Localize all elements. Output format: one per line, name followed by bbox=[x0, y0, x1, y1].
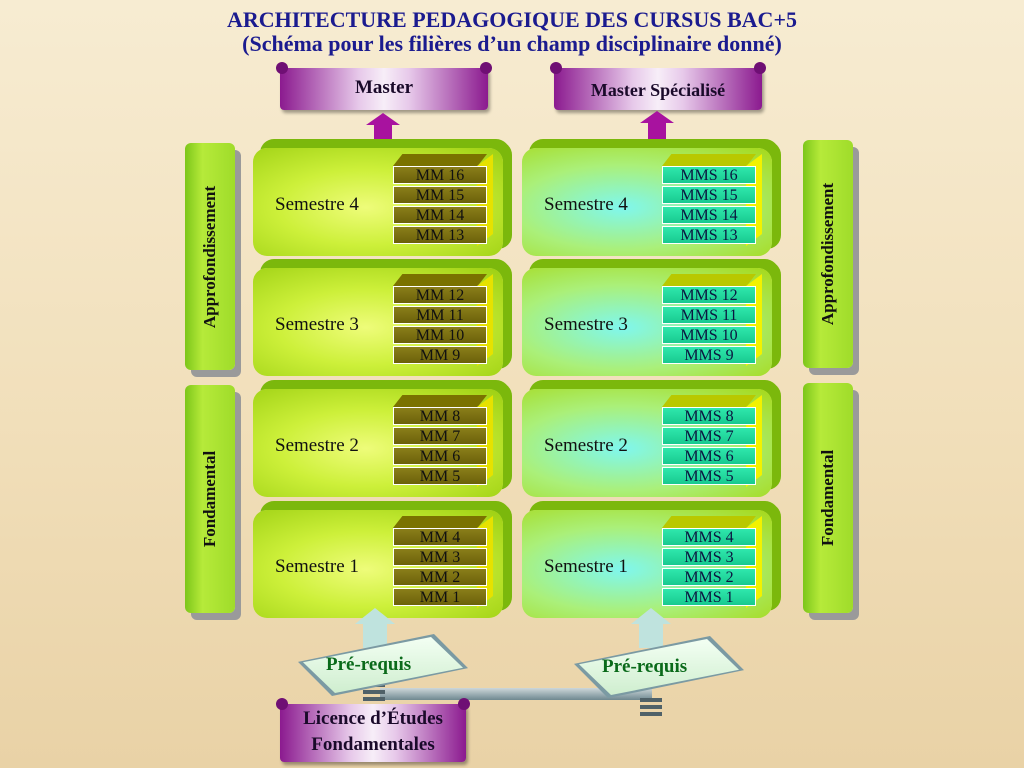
side-label-left-approfondissement: Approfondissement bbox=[200, 185, 219, 328]
master-up-arrow-icon bbox=[366, 113, 400, 145]
side-label-right-approfondissement: Approfondissement bbox=[818, 182, 837, 326]
module-cell: MM 8 bbox=[393, 407, 487, 425]
mms-semester-block: Semestre 1 MMS 4 MMS 3 MMS 2 MMS 1 bbox=[522, 510, 772, 618]
side-label-right-fondamental: Fondamental bbox=[818, 449, 837, 547]
module-cell: MMS 8 bbox=[662, 407, 756, 425]
module-cell: MM 10 bbox=[393, 326, 487, 344]
master-specialise-label: Master Spécialisé bbox=[590, 80, 726, 100]
module-cell: MMS 12 bbox=[662, 286, 756, 304]
module-cell: MMS 3 bbox=[662, 548, 756, 566]
module-cell: MMS 9 bbox=[662, 346, 756, 364]
master-specialise-ribbon: Master Spécialisé bbox=[550, 62, 766, 110]
master-label: Master bbox=[354, 77, 414, 98]
connector-right-bars-icon bbox=[640, 698, 662, 719]
module-cell: MM 5 bbox=[393, 467, 487, 485]
module-cell: MMS 4 bbox=[662, 528, 756, 546]
module-cell: MM 15 bbox=[393, 186, 487, 204]
module-cell: MMS 10 bbox=[662, 326, 756, 344]
semester-label: Semestre 4 bbox=[544, 194, 628, 215]
module-stack: MMS 16 MMS 15 MMS 14 MMS 13 bbox=[662, 154, 772, 250]
module-cell: MM 11 bbox=[393, 306, 487, 324]
module-cell: MMS 13 bbox=[662, 226, 756, 244]
side-bar-left-fondamental: Fondamental bbox=[185, 385, 235, 613]
semester-label: Semestre 3 bbox=[275, 314, 359, 335]
semester-label: Semestre 2 bbox=[275, 435, 359, 456]
prerequis-left-label: Pré-requis bbox=[326, 654, 412, 675]
side-bar-left-approfondissement: Approfondissement bbox=[185, 143, 235, 370]
side-bar-right-fondamental: Fondamental bbox=[803, 383, 853, 613]
prerequis-connector bbox=[380, 688, 652, 700]
side-label-left-fondamental: Fondamental bbox=[200, 450, 219, 548]
page-title: ARCHITECTURE PEDAGOGIQUE DES CURSUS BAC+… bbox=[0, 8, 1024, 56]
prerequis-right-label: Pré-requis bbox=[602, 656, 688, 677]
module-cell: MM 13 bbox=[393, 226, 487, 244]
licence-line-2: Fondamentales bbox=[311, 734, 435, 755]
prerequis-left-arrow-icon bbox=[355, 608, 395, 648]
module-cell: MM 3 bbox=[393, 548, 487, 566]
module-cell: MMS 5 bbox=[662, 467, 756, 485]
module-cell: MM 16 bbox=[393, 166, 487, 184]
mms-semester-block: Semestre 4 MMS 16 MMS 15 MMS 14 MMS 13 bbox=[522, 148, 772, 256]
semester-label: Semestre 4 bbox=[275, 194, 359, 215]
module-cell: MM 2 bbox=[393, 568, 487, 586]
master-semester-block: Semestre 2 MM 8 MM 7 MM 6 MM 5 bbox=[253, 389, 503, 497]
title-line-1: ARCHITECTURE PEDAGOGIQUE DES CURSUS BAC+… bbox=[227, 7, 797, 32]
module-stack: MM 8 MM 7 MM 6 MM 5 bbox=[393, 395, 503, 491]
module-stack: MM 12 MM 11 MM 10 MM 9 bbox=[393, 274, 503, 370]
master-semester-block: Semestre 1 MM 4 MM 3 MM 2 MM 1 bbox=[253, 510, 503, 618]
module-cell: MM 12 bbox=[393, 286, 487, 304]
module-cell: MMS 16 bbox=[662, 166, 756, 184]
module-stack: MMS 4 MMS 3 MMS 2 MMS 1 bbox=[662, 516, 772, 612]
mms-semester-block: Semestre 2 MMS 8 MMS 7 MMS 6 MMS 5 bbox=[522, 389, 772, 497]
module-cell: MMS 14 bbox=[662, 206, 756, 224]
master-semester-block: Semestre 3 MM 12 MM 11 MM 10 MM 9 bbox=[253, 268, 503, 376]
licence-line-1: Licence d’Études bbox=[303, 708, 443, 729]
module-cell: MM 14 bbox=[393, 206, 487, 224]
module-cell: MMS 2 bbox=[662, 568, 756, 586]
module-cell: MM 7 bbox=[393, 427, 487, 445]
master-semester-block: Semestre 4 MM 16 MM 15 MM 14 MM 13 bbox=[253, 148, 503, 256]
module-cell: MM 4 bbox=[393, 528, 487, 546]
title-line-2: (Schéma pour les filières d’un champ dis… bbox=[242, 31, 782, 56]
module-cell: MM 6 bbox=[393, 447, 487, 465]
module-cell: MM 9 bbox=[393, 346, 487, 364]
master-ribbon: Master bbox=[276, 62, 492, 110]
mms-semester-block: Semestre 3 MMS 12 MMS 11 MMS 10 MMS 9 bbox=[522, 268, 772, 376]
module-stack: MM 4 MM 3 MM 2 MM 1 bbox=[393, 516, 503, 612]
module-cell: MMS 15 bbox=[662, 186, 756, 204]
module-stack: MMS 8 MMS 7 MMS 6 MMS 5 bbox=[662, 395, 772, 491]
module-cell: MMS 1 bbox=[662, 588, 756, 606]
module-cell: MM 1 bbox=[393, 588, 487, 606]
module-cell: MMS 7 bbox=[662, 427, 756, 445]
side-bar-right-approfondissement: Approfondissement bbox=[803, 140, 853, 368]
licence-ribbon: Licence d’Études Fondamentales bbox=[276, 698, 470, 762]
semester-label: Semestre 1 bbox=[544, 556, 628, 577]
module-stack: MMS 12 MMS 11 MMS 10 MMS 9 bbox=[662, 274, 772, 370]
semester-label: Semestre 3 bbox=[544, 314, 628, 335]
semester-label: Semestre 1 bbox=[275, 556, 359, 577]
module-cell: MMS 11 bbox=[662, 306, 756, 324]
semester-label: Semestre 2 bbox=[544, 435, 628, 456]
prerequis-right-arrow-icon bbox=[631, 608, 671, 648]
module-stack: MM 16 MM 15 MM 14 MM 13 bbox=[393, 154, 503, 250]
master-specialise-up-arrow-icon bbox=[640, 111, 674, 143]
module-cell: MMS 6 bbox=[662, 447, 756, 465]
